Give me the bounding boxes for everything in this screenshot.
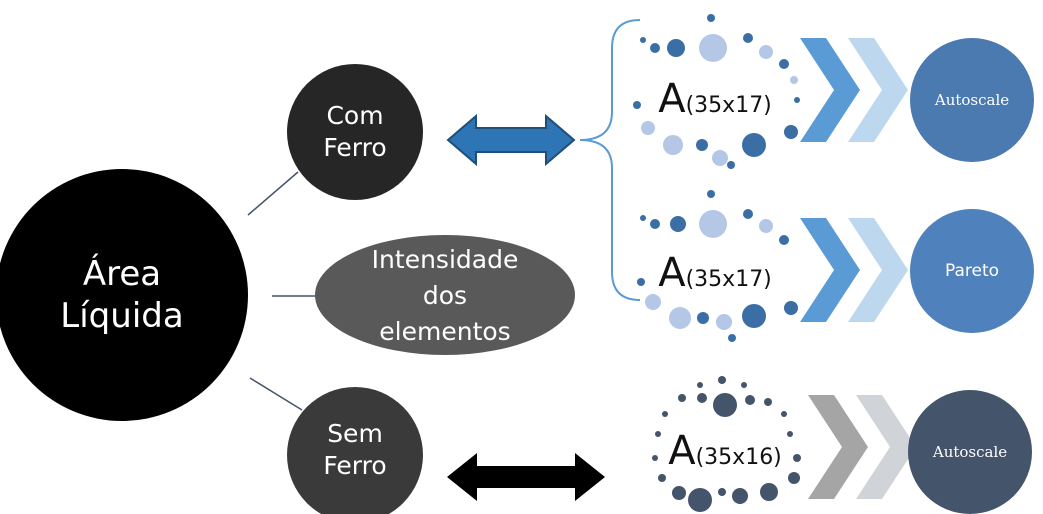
com-ferro-line1: Com [326,101,384,130]
matrix-label-3: A(35x16) [650,428,800,478]
chevron-grey-3 [808,395,868,499]
com-ferro-label: Com Ferro [287,92,423,172]
dot-ring-3 [652,376,801,512]
matrix-dims-2: (35x17) [685,267,772,292]
sem-ferro-node [287,387,423,514]
chevron-grey-light-3 [856,395,916,499]
intensidade-line3: elementos [379,317,511,346]
chevron-blue-light-1 [848,38,908,142]
intensidade-node [315,235,575,355]
connector-sem-ferro [249,377,303,411]
area-liquida-line1: Área [82,254,162,294]
dot-ring-1 [633,14,800,169]
matrix-letter-2: A [658,250,686,296]
result-autoscale-1 [910,38,1034,162]
double-arrow-black [447,453,605,501]
result-autoscale-2 [908,390,1032,514]
com-ferro-line2: Ferro [323,133,387,162]
matrix-letter-3: A [668,428,696,474]
com-ferro-node [287,64,423,200]
area-liquida-node [0,169,248,421]
sem-ferro-line1: Sem [327,419,383,448]
bracket [579,19,641,301]
matrix-dims-3: (35x16) [695,445,782,470]
matrix-label-1: A(35x17) [640,76,790,126]
matrix-dims-1: (35x17) [685,93,772,118]
area-liquida-line2: Líquida [60,296,184,336]
sem-ferro-label: Sem Ferro [287,410,423,490]
sem-ferro-line2: Ferro [323,451,387,480]
matrix-label-2: A(35x17) [640,250,790,300]
result-label-pareto: Pareto [944,261,1000,281]
chevron-blue-1 [800,38,860,142]
intensidade-line2: dos [422,281,468,310]
intensidade-line1: Intensidade [371,245,519,274]
connector-com-ferro [247,171,299,216]
result-label-autoscale-2: Autoscale [932,443,1008,461]
chevron-blue-light-2 [848,218,908,322]
dot-ring-2 [637,190,798,342]
double-arrow-blue [446,113,576,167]
matrix-letter-1: A [658,76,686,122]
intensidade-label: Intensidade dos elementos [330,240,560,352]
result-label-autoscale-1: Autoscale [934,91,1010,109]
chevron-blue-2 [800,218,860,322]
result-pareto [910,209,1034,333]
area-liquida-label: Área Líquida [22,240,222,350]
